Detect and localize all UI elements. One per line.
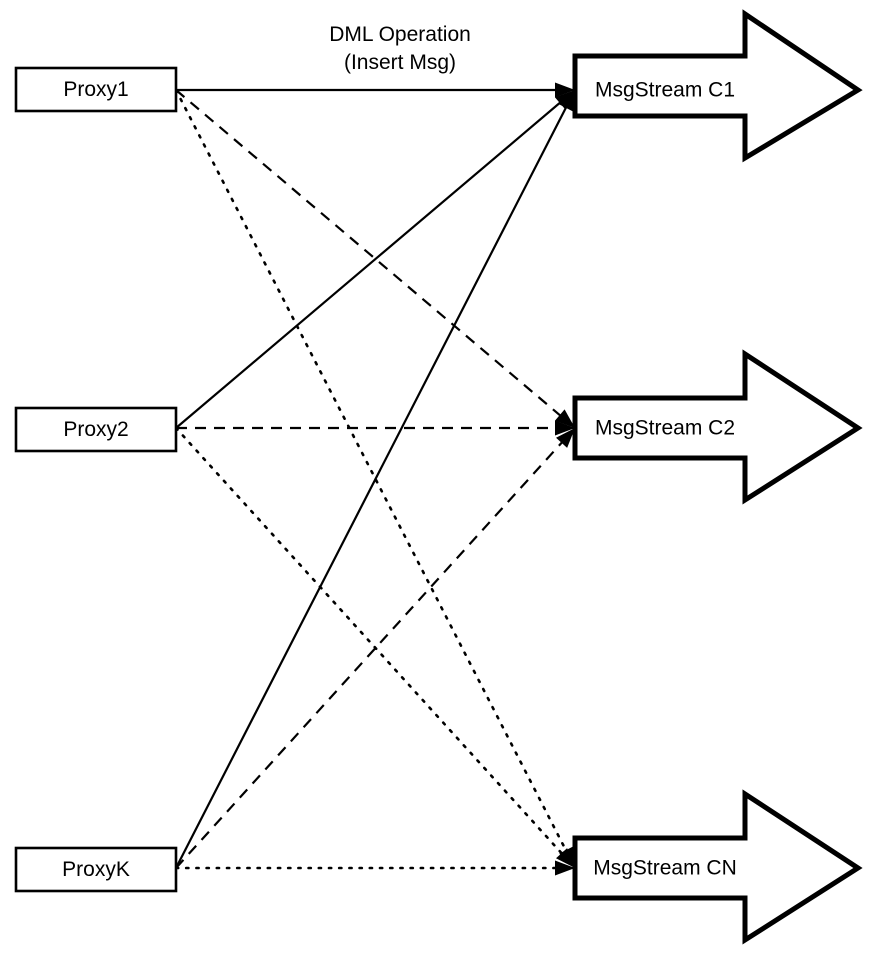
proxy-node-proxyk[interactable]: ProxyK — [14, 846, 178, 893]
stream-node-stream_c1[interactable]: MsgStream C1 — [572, 9, 863, 163]
stream-label: MsgStream C1 — [595, 79, 735, 102]
edge-caption-line-2: (Insert Msg) — [344, 51, 456, 74]
arrowhead-icon — [556, 428, 575, 448]
arrowhead-icon — [554, 409, 575, 428]
proxy-box — [14, 846, 178, 893]
proxy-box — [14, 406, 178, 453]
stream-label: MsgStream C2 — [595, 417, 735, 440]
proxy-label: Proxy1 — [63, 78, 128, 101]
link-proxy2-to-stream_c1 — [175, 93, 571, 429]
edge-caption: DML Operation (Insert Msg) — [329, 23, 471, 74]
arrowhead-icon — [556, 848, 575, 868]
link-proxyk-to-stream_c2 — [175, 432, 572, 869]
proxy-label: ProxyK — [62, 858, 130, 881]
proxy-label: Proxy2 — [63, 418, 128, 441]
links-layer — [174, 88, 574, 870]
proxy-node-proxy1[interactable]: Proxy1 — [14, 66, 178, 113]
arrowhead-icon — [555, 420, 575, 436]
arrowhead-icon — [559, 90, 575, 112]
link-proxy1-to-stream_c2 — [175, 89, 571, 425]
link-proxy1-to-stream_cn — [174, 88, 574, 864]
edge-caption-line-1: DML Operation — [329, 23, 471, 46]
stream-node-stream_c2[interactable]: MsgStream C2 — [572, 349, 863, 505]
arrowhead-icon — [555, 82, 575, 98]
block-arrow-icon — [572, 349, 863, 505]
proxy-node-proxy2[interactable]: Proxy2 — [14, 406, 178, 453]
arrowheads-layer — [554, 82, 575, 876]
link-proxyk-to-stream_c1 — [175, 95, 573, 869]
proxy-box — [14, 66, 178, 113]
link-proxy2-to-stream_cn — [174, 426, 572, 865]
stream-node-stream_cn[interactable]: MsgStream CN — [572, 789, 863, 945]
arrowhead-icon — [555, 860, 575, 876]
block-arrow-icon — [572, 789, 863, 945]
block-arrow-icon — [572, 9, 863, 163]
streams-layer: MsgStream C1 MsgStream C2 MsgStream CN — [572, 9, 863, 945]
stream-label: MsgStream CN — [593, 857, 737, 880]
